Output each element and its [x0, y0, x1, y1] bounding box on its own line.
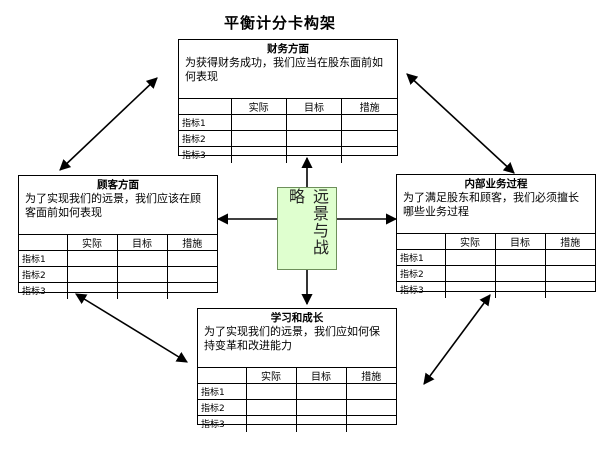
vision-strategy-box: 远景与战略	[277, 187, 337, 270]
learning-growth-description: 为了实现我们的远景，我们应如何保持变革和改进能力	[204, 325, 380, 352]
metric-label: 指标3	[198, 415, 247, 432]
financial-title: 财务方面	[267, 43, 309, 55]
column-header-target: 目标	[295, 367, 347, 384]
customer-box: 顾客方面 为了实现我们的远景，我们应该在顾客面前如何表现 实际 目标 措施 指标…	[18, 175, 218, 299]
internal-process-description: 为了满足股东和顾客，我们必须擅长哪些业务过程	[403, 191, 579, 218]
column-header-actual: 实际	[230, 98, 287, 115]
table-row: 指标2	[397, 265, 595, 282]
customer-metrics-table: 实际 目标 措施 指标1 指标2 指标3	[19, 234, 217, 299]
internal-process-title: 内部业务过程	[464, 178, 528, 190]
metric-label: 指标2	[198, 399, 247, 416]
customer-title: 顾客方面	[97, 179, 139, 191]
column-header-target: 目标	[285, 98, 343, 115]
page-title: 平衡计分卡构架	[223, 14, 336, 32]
column-header-actual: 实际	[245, 367, 297, 384]
financial-metrics-table: 实际 目标 措施 指标1 指标2 指标3	[179, 98, 397, 163]
metric-label: 指标3	[397, 281, 446, 298]
metric-label: 指标3	[19, 282, 68, 299]
customer-description: 为了实现我们的远景，我们应该在顾客面前如何表现	[25, 192, 201, 219]
column-header-target: 目标	[116, 234, 168, 251]
column-header-actual: 实际	[444, 233, 496, 250]
table-header-row: 实际 目标 措施	[397, 233, 595, 250]
table-row: 指标3	[198, 415, 396, 432]
metric-label: 指标1	[397, 249, 446, 266]
column-header-measures: 措施	[341, 98, 397, 115]
metric-label: 指标1	[179, 114, 232, 131]
financial-description: 为获得财务成功，我们应当在股东面前如何表现	[185, 56, 383, 83]
column-header-measures: 措施	[345, 367, 396, 384]
table-row: 指标1	[19, 250, 217, 267]
column-header-measures: 措施	[166, 234, 217, 251]
column-header-measures: 措施	[544, 233, 595, 250]
table-row: 指标1	[179, 114, 397, 131]
internal-process-box: 内部业务过程 为了满足股东和顾客，我们必须擅长哪些业务过程 实际 目标 措施 指…	[396, 174, 596, 298]
table-row: 指标1	[397, 249, 595, 266]
arrow-learning-internal	[423, 294, 491, 385]
metric-label: 指标1	[198, 383, 247, 400]
vision-strategy-label: 远景与战略	[286, 188, 329, 256]
table-header-row: 实际 目标 措施	[179, 98, 397, 115]
learning-growth-metrics-table: 实际 目标 措施 指标1 指标2 指标3	[198, 367, 396, 432]
table-row: 指标2	[19, 266, 217, 283]
arrow-customer-financial	[59, 77, 158, 171]
arrow-customer-learning	[75, 293, 188, 363]
table-row: 指标3	[19, 282, 217, 299]
metric-label: 指标2	[179, 130, 232, 147]
metric-label: 指标1	[19, 250, 68, 267]
column-header-actual: 实际	[66, 234, 118, 251]
internal-process-metrics-table: 实际 目标 措施 指标1 指标2 指标3	[397, 233, 595, 298]
metric-label: 指标3	[179, 146, 232, 163]
table-row: 指标1	[198, 383, 396, 400]
metric-label: 指标2	[19, 266, 68, 283]
arrow-financial-internal	[406, 73, 515, 174]
learning-growth-title: 学习和成长	[270, 312, 324, 324]
column-header-target: 目标	[494, 233, 546, 250]
table-row: 指标2	[179, 130, 397, 147]
learning-growth-box: 学习和成长 为了实现我们的远景，我们应如何保持变革和改进能力 实际 目标 措施 …	[197, 308, 397, 432]
metric-label: 指标2	[397, 265, 446, 282]
table-header-row: 实际 目标 措施	[19, 234, 217, 251]
financial-box: 财务方面 为获得财务成功，我们应当在股东面前如何表现 实际 目标 措施 指标1 …	[178, 39, 398, 163]
table-header-row: 实际 目标 措施	[198, 367, 396, 384]
table-row: 指标2	[198, 399, 396, 416]
table-row: 指标3	[397, 281, 595, 298]
table-row: 指标3	[179, 146, 397, 163]
